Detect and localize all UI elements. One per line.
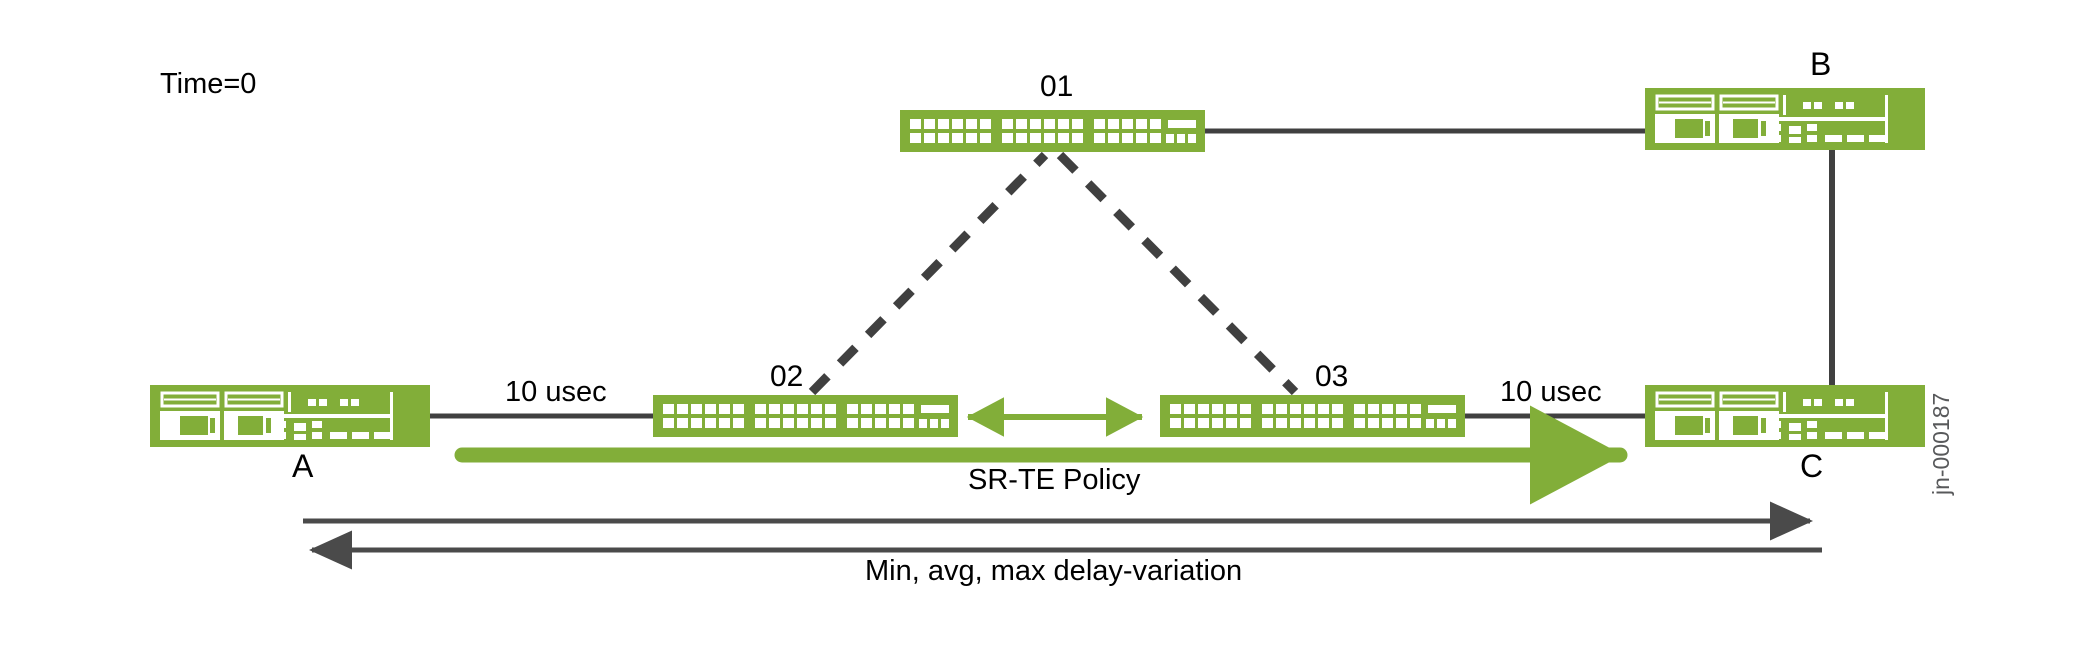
link-latency-label-right: 10 usec <box>1500 376 1602 408</box>
node-label-01: 02 <box>770 360 804 393</box>
device-02[interactable] <box>900 110 1205 152</box>
node-label-A: A <box>292 448 314 484</box>
srte-policy-label: SR-TE Policy <box>968 464 1141 496</box>
node-label-03: 03 <box>1315 360 1349 393</box>
link-02-to-03-dashed <box>1056 151 1299 396</box>
time-annotation: Time=0 <box>160 68 257 100</box>
device-B[interactable] <box>1643 86 1927 152</box>
link-01-to-02-dashed <box>808 151 1049 396</box>
device-C[interactable] <box>1643 383 1927 449</box>
device-A[interactable] <box>148 383 432 449</box>
device-01[interactable] <box>653 395 958 437</box>
node-label-02: 01 <box>1040 70 1074 103</box>
link-latency-label-left: 10 usec <box>505 376 607 408</box>
watermark-label: jn-000187 <box>1928 392 1954 495</box>
delay-variation-label: Min, avg, max delay-variation <box>865 555 1243 587</box>
node-label-C: C <box>1800 448 1824 484</box>
node-label-B: B <box>1810 46 1832 82</box>
device-03[interactable] <box>1160 395 1465 437</box>
